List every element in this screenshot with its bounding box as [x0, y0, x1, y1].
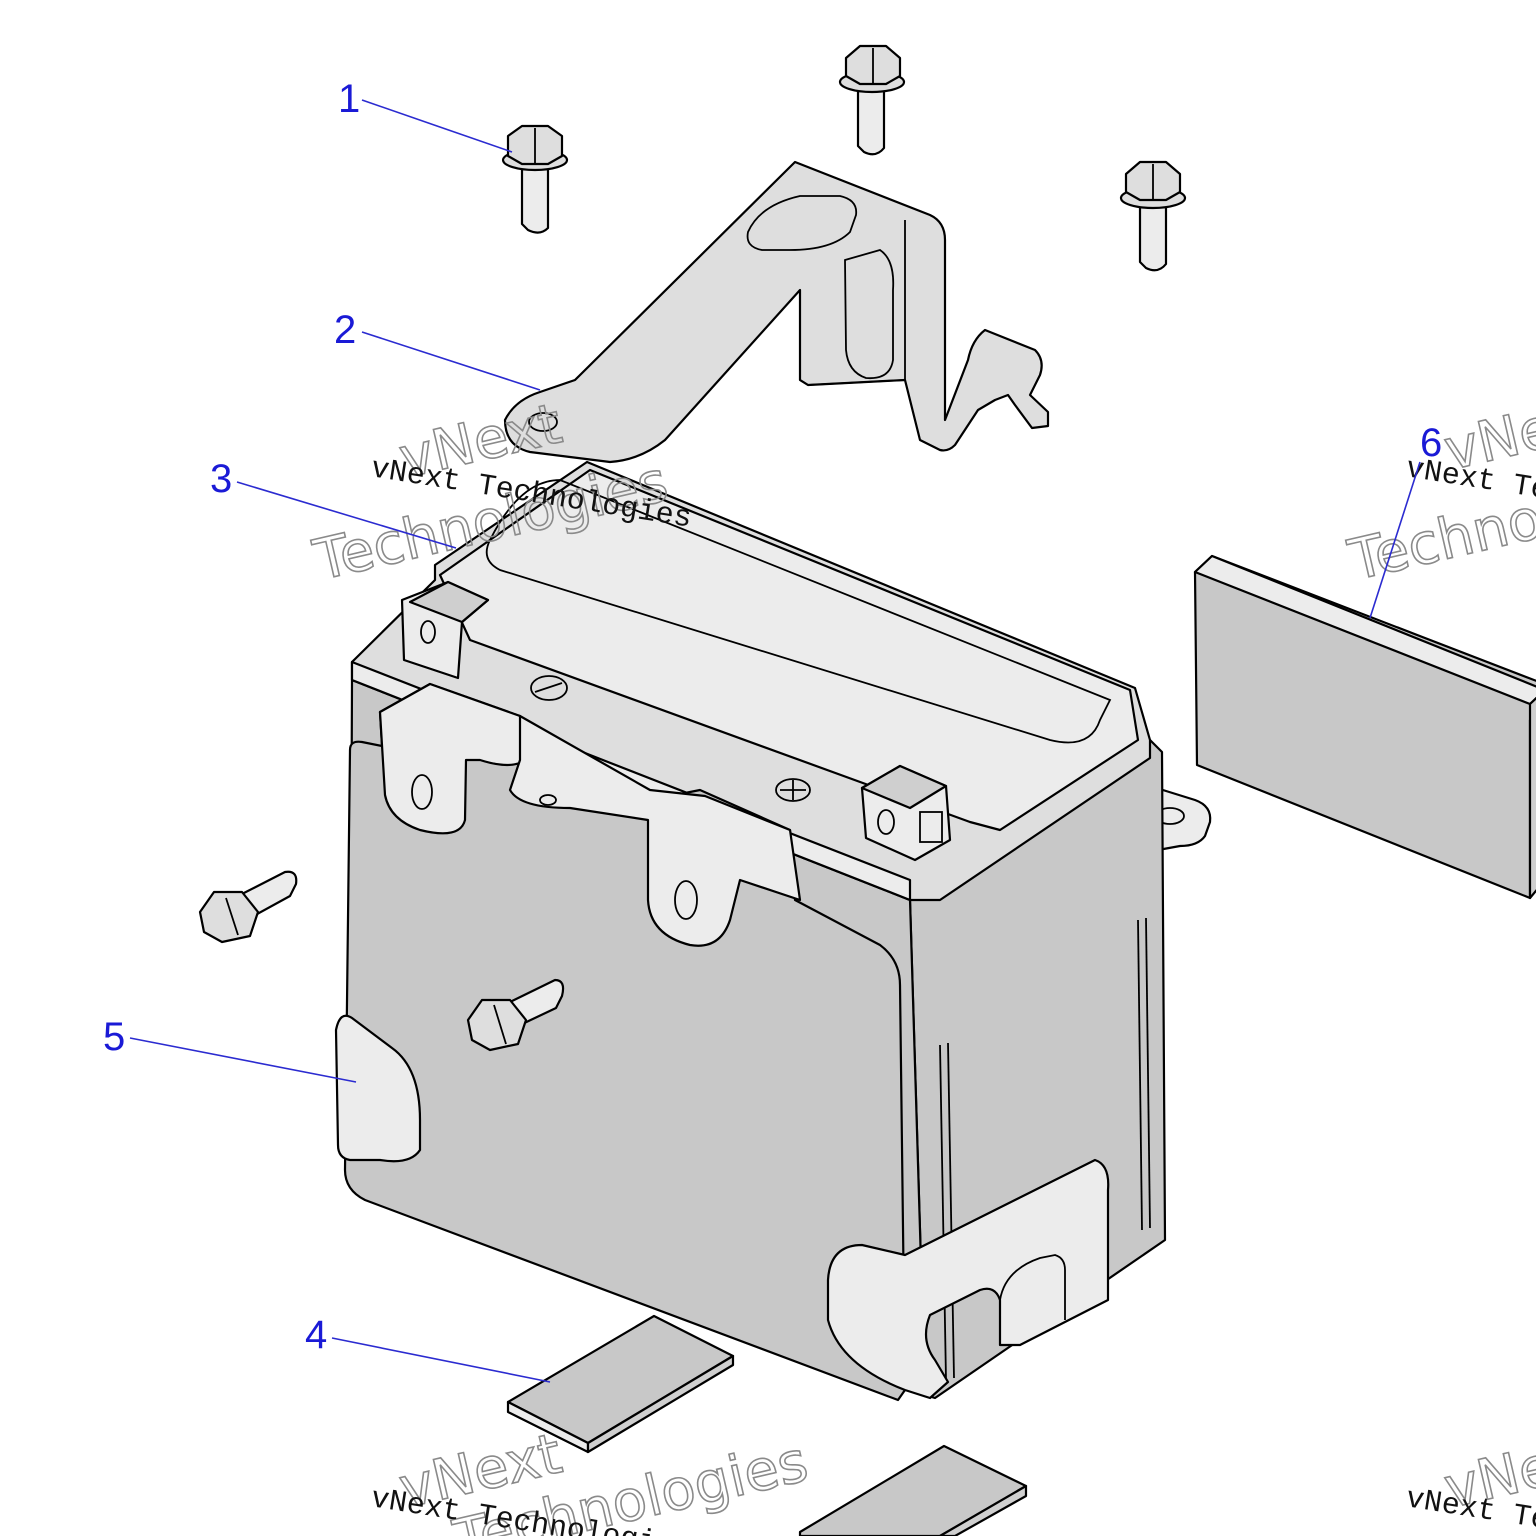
part-4-pad-second	[798, 1444, 1028, 1536]
svg-text:5: 5	[103, 1015, 125, 1059]
svg-text:6: 6	[1420, 421, 1442, 465]
part-2-bracket	[503, 160, 1050, 464]
part-1-bolt-c	[1119, 160, 1187, 272]
svg-text:4: 4	[305, 1313, 327, 1357]
part-5-battery-box	[198, 682, 1110, 1402]
callout-1[interactable]: 1	[338, 77, 513, 153]
svg-text:2: 2	[334, 308, 356, 352]
box-bolt-1	[198, 870, 298, 944]
callout-6[interactable]: 6	[1369, 421, 1442, 619]
part-1-bolt-a	[501, 124, 569, 234]
part-4-pad	[506, 1314, 735, 1454]
callout-5[interactable]: 5	[103, 1015, 357, 1083]
callout-3[interactable]: 3	[210, 457, 457, 549]
svg-text:1: 1	[338, 77, 360, 121]
callout-2[interactable]: 2	[334, 308, 541, 391]
callout-4[interactable]: 4	[305, 1313, 551, 1383]
svg-text:3: 3	[210, 457, 232, 501]
part-1-bolt-b	[838, 44, 906, 156]
watermark-top-right: vNext Technologies vNext Technologies	[1342, 383, 1536, 595]
part-6-pad	[1193, 554, 1536, 900]
box-bolt-2	[466, 978, 565, 1052]
watermark-bottom-right: vNext vNext Technologies	[1403, 1421, 1536, 1536]
